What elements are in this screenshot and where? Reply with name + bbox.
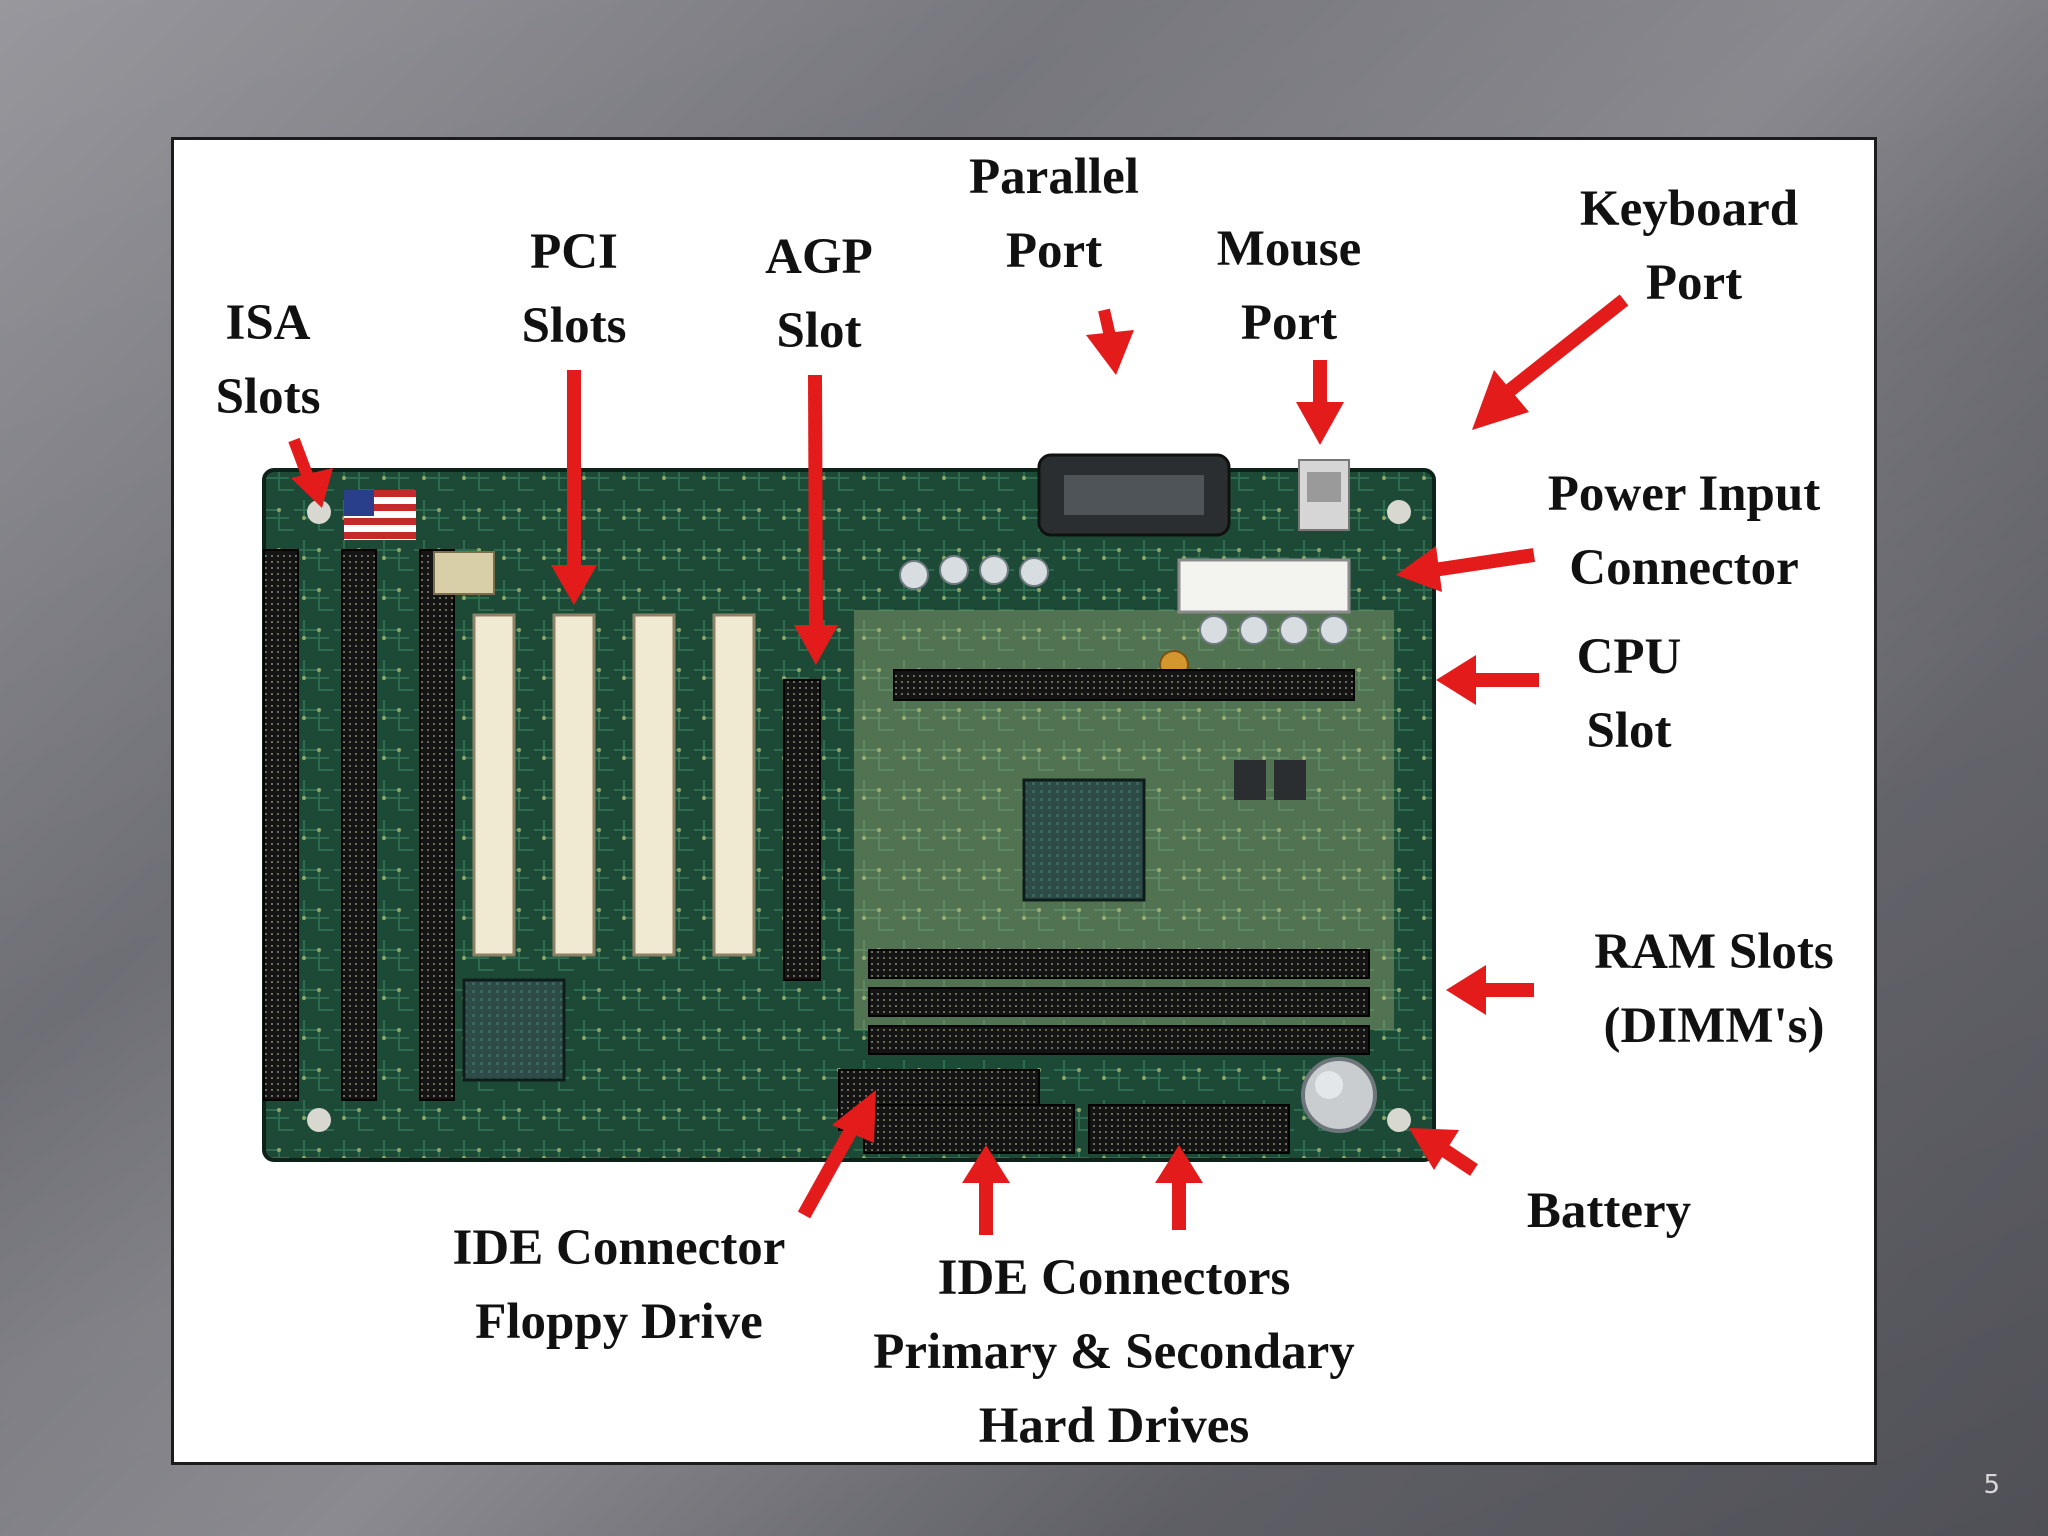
agp-slot (783, 679, 821, 981)
arrow-battery (1409, 1128, 1478, 1176)
label-line: IDE Connector (452, 1220, 786, 1276)
arrow-power (1396, 546, 1536, 592)
label-mouse-port: Mouse Port (1184, 212, 1394, 360)
cmos-battery (1301, 1057, 1377, 1133)
label-line: Slots (215, 369, 321, 425)
arrow-agp (794, 374, 838, 665)
arrow-cpu (1436, 655, 1539, 705)
ram-slot (868, 949, 1370, 979)
label-line: CPU (1576, 629, 1682, 685)
isa-slot (419, 549, 455, 1101)
label-line: Hard Drives (978, 1398, 1250, 1454)
capacitor (1279, 615, 1309, 645)
southbridge-chip (462, 978, 566, 1082)
label-line: ISA (225, 295, 311, 351)
arrow-parallel (1086, 308, 1134, 375)
mounting-hole (307, 1108, 331, 1132)
ram-slot (868, 1025, 1370, 1055)
label-isa-slots: ISA Slots (188, 286, 348, 434)
label-cpu-slot: CPU Slot (1549, 620, 1709, 768)
arrow-pci (551, 370, 597, 605)
label-ide-primary-secondary: IDE Connectors Primary & Secondary Hard … (824, 1241, 1404, 1463)
motherboard-diagram (262, 294, 1629, 1235)
cmos-battery-highlight (1315, 1071, 1343, 1099)
voltage-regulator (1234, 760, 1266, 800)
mounting-hole (1387, 500, 1411, 524)
slide-page-number: 5 (1983, 1470, 2000, 1500)
label-line: Slots (521, 298, 627, 354)
label-power-input-connector: Power Input Connector (1519, 457, 1849, 605)
label-line: Power Input (1547, 466, 1821, 522)
mounting-hole (1387, 1108, 1411, 1132)
label-line: Slot (776, 303, 862, 359)
arrow-ram (1446, 965, 1534, 1015)
label-keyboard-port: Keyboard Port (1549, 172, 1829, 320)
label-line: RAM Slots (1594, 924, 1834, 980)
power-connector (1177, 558, 1351, 614)
label-ram-slots: RAM Slots (DIMM's) (1559, 915, 1869, 1063)
label-line: Keyboard (1579, 181, 1799, 237)
ide-hdd-connector (863, 1104, 1075, 1154)
northbridge-chip (1022, 778, 1146, 902)
pci-slot (632, 613, 676, 957)
voltage-regulator (1274, 760, 1306, 800)
capacitor (1199, 615, 1229, 645)
label-battery: Battery (1494, 1174, 1724, 1248)
arrow-ide-secondary (1155, 1145, 1203, 1230)
arrow-ide-primary (962, 1145, 1010, 1235)
capacitor (979, 555, 1009, 585)
label-line: (DIMM's) (1603, 998, 1825, 1054)
label-pci-slots: PCI Slots (489, 215, 659, 363)
label-line: Mouse (1216, 221, 1362, 277)
parallel-port-pins (1064, 475, 1204, 515)
label-ide-floppy: IDE Connector Floppy Drive (419, 1211, 819, 1359)
arrow-ide-floppy (797, 1090, 876, 1219)
arrow-keyboard (1472, 294, 1629, 430)
cpu-slot (893, 669, 1355, 701)
capacitor (1239, 615, 1269, 645)
label-line: Port (1240, 295, 1338, 351)
label-parallel-port: Parallel Port (939, 140, 1169, 288)
label-line: AGP (765, 229, 873, 285)
isa-slot (341, 549, 377, 1101)
flag-sticker (344, 490, 416, 540)
label-line: Floppy Drive (475, 1294, 763, 1350)
bios-chip (433, 551, 495, 595)
label-line: Primary & Secondary (873, 1324, 1355, 1380)
isa-slot (263, 549, 299, 1101)
label-line: Connector (1569, 540, 1799, 596)
label-line: IDE Connectors (937, 1250, 1291, 1306)
motherboard-figure: ISA Slots PCI Slots AGP Slot Parallel Po… (171, 137, 1877, 1465)
ide-hdd-connector (1088, 1104, 1290, 1154)
capacitor (939, 555, 969, 585)
arrow-mouse (1296, 360, 1344, 445)
pci-slot (552, 613, 596, 957)
mouse-keyboard-port-inner (1307, 472, 1341, 502)
label-line: PCI (530, 224, 618, 280)
pci-slot (472, 613, 516, 957)
capacitor (899, 560, 929, 590)
ram-slot (868, 987, 1370, 1017)
label-line: Port (1005, 223, 1103, 279)
capacitor (1019, 557, 1049, 587)
pci-slot (712, 613, 756, 957)
label-line: Parallel (969, 149, 1139, 205)
arrow-isa (288, 437, 333, 508)
label-line: Battery (1526, 1183, 1692, 1239)
label-line: Slot (1586, 703, 1672, 759)
label-agp-slot: AGP Slot (739, 220, 899, 368)
capacitor (1319, 615, 1349, 645)
mounting-hole (307, 500, 331, 524)
label-line: Port (1645, 255, 1743, 311)
